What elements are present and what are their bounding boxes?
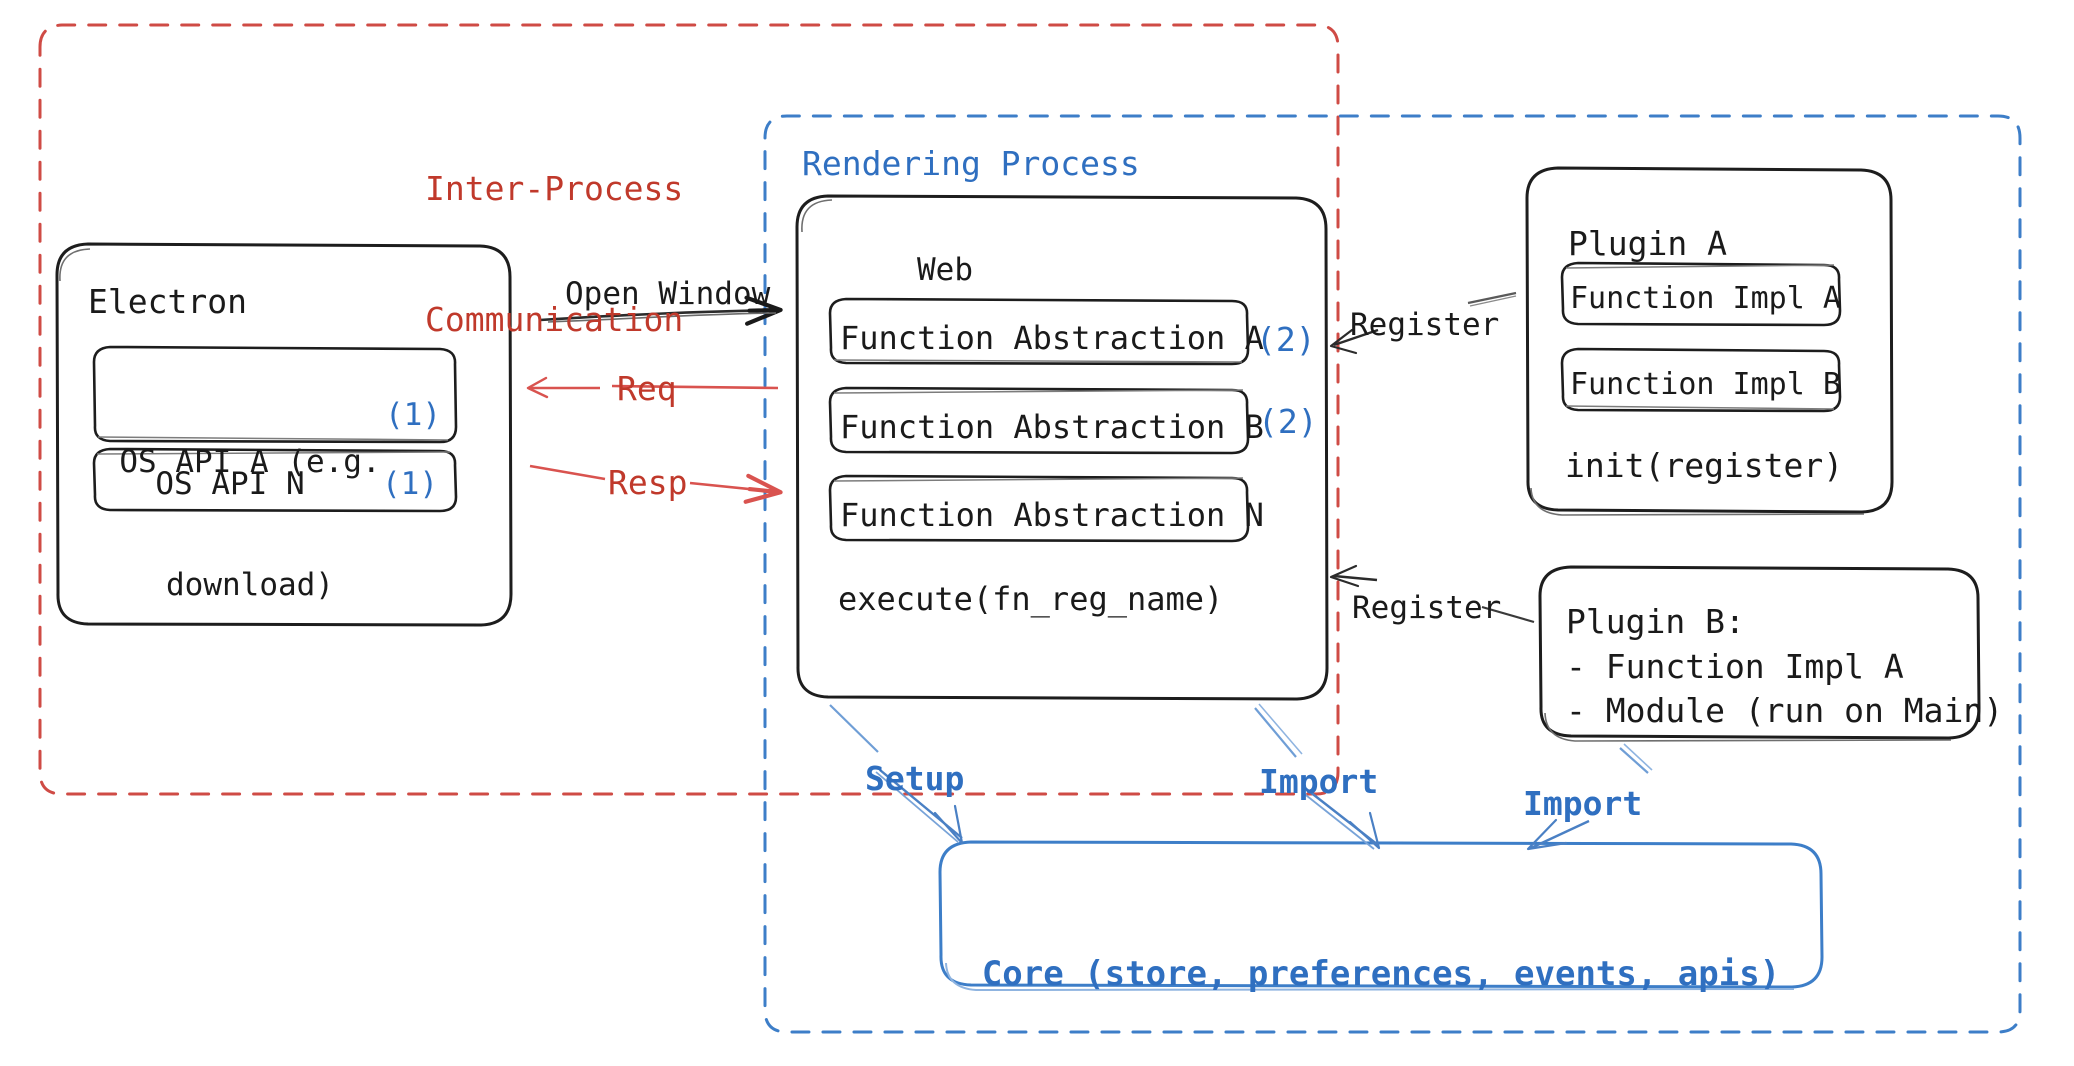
function-impl-b-label: Function Impl B <box>1570 367 1841 402</box>
function-abstraction-a-badge: (2) <box>1256 320 1316 359</box>
os-api-a-badge: (1) <box>385 397 441 433</box>
plugin-b-line-1: - Function Impl A <box>1566 647 1904 686</box>
import-web-label: Import <box>1259 762 1379 801</box>
plugin-a-footer-label: init(register) <box>1565 446 1844 485</box>
core-text: Core (store, preferences, events, apis) … <box>941 862 1821 1066</box>
function-abstraction-b-badge: (2) <box>1258 402 1318 441</box>
function-impl-a-label: Function Impl A <box>1570 281 1841 316</box>
ipc-label-line-1: Inter-Process <box>425 169 684 209</box>
register-plugin-a-label: Register <box>1350 307 1500 343</box>
plugin-a-title: Plugin A <box>1568 224 1727 263</box>
ipc-label-line-2: Communication <box>425 299 684 339</box>
ipc-container-label: Inter-Process Communication <box>425 80 685 428</box>
open-window-label: Open Window <box>565 276 771 312</box>
electron-title: Electron <box>88 282 247 321</box>
function-abstraction-a-label: Function Abstraction A <box>840 319 1264 357</box>
os-api-a-line-1: OS API A (e.g. <box>119 443 381 480</box>
function-abstraction-b-label: Function Abstraction B <box>840 408 1264 446</box>
web-footer-label: execute(fn_reg_name) <box>838 580 1224 618</box>
plugin-b-line-2: - Module (run on Main) <box>1566 691 2004 730</box>
web-title: Web <box>917 252 973 288</box>
function-abstraction-n-label: Function Abstraction N <box>840 496 1264 534</box>
rendering-process-label: Rendering Process <box>802 144 1140 183</box>
import-plugin-b-label: Import <box>1523 784 1643 823</box>
req-label: Req <box>617 369 677 408</box>
os-api-a-line-2: download) <box>166 566 334 603</box>
resp-label: Resp <box>608 463 688 502</box>
os-api-n-label: OS API N <box>155 466 305 502</box>
os-api-n-badge: (1) <box>382 466 438 502</box>
core-line-1: Core (store, preferences, events, apis) <box>981 953 1781 994</box>
plugin-b-title: Plugin B: <box>1566 602 1745 641</box>
register-plugin-b-label: Register <box>1352 590 1502 626</box>
os-api-a-label: OS API A (e.g. download) <box>100 360 400 687</box>
setup-label: Setup <box>865 759 965 798</box>
